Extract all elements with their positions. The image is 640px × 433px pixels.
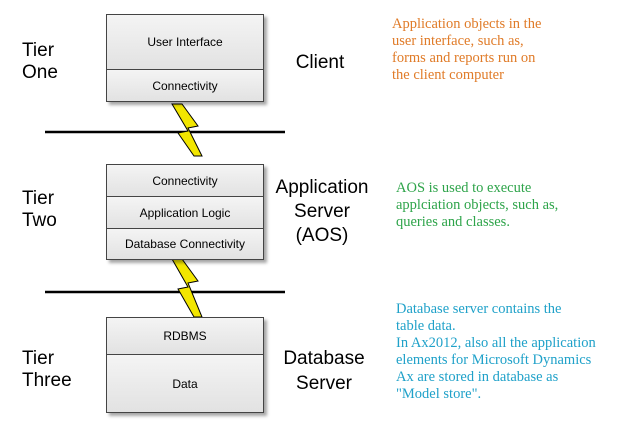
note-line: elements for Microsoft Dynamics: [396, 352, 592, 368]
note-line: table data.: [396, 318, 456, 334]
note-line: AOS is used to execute: [396, 180, 532, 196]
tier-three-label-line1: Tier: [22, 348, 55, 369]
layer-user-interface: User Interface: [107, 15, 263, 69]
note-line: Application objects in the: [392, 16, 542, 32]
aos-stack: Connectivity Application Logic Database …: [106, 164, 264, 260]
layer-database-connectivity: Database Connectivity: [107, 228, 263, 259]
role-client-label: Client: [272, 52, 368, 74]
layer-application-logic: Application Logic: [107, 196, 263, 229]
client-stack: User Interface Connectivity: [106, 14, 264, 102]
role-line: Application: [275, 177, 369, 198]
note-line: Database server contains the: [396, 301, 562, 317]
note-line: "Model store".: [396, 386, 482, 402]
role-line: Client: [295, 52, 345, 73]
role-line: Server: [296, 373, 352, 394]
note-tier-three: Database server contains the table data.…: [396, 301, 596, 403]
note-line: applciation objects, such as,: [396, 197, 559, 213]
tier-one-label-line2: One: [22, 62, 58, 83]
role-database-label: Database Server: [268, 346, 380, 396]
tier-one-label-line1: Tier: [22, 40, 55, 61]
role-line: Database: [283, 348, 365, 369]
role-line: Server: [294, 201, 350, 222]
note-line: user interface, such as,: [392, 33, 524, 49]
lightning-bolt-icon: [171, 258, 203, 318]
lightning-bolt-icon: [171, 103, 203, 157]
tier-two-label-line1: Tier: [22, 188, 55, 209]
note-tier-one: Application objects in the user interfac…: [392, 16, 541, 84]
note-tier-two: AOS is used to execute applciation objec…: [396, 180, 558, 231]
note-line: Ax are stored in database as: [396, 369, 559, 385]
tier-three-label: Tier Three: [22, 348, 72, 392]
note-line: the client computer: [392, 67, 504, 83]
role-line: (AOS): [295, 225, 349, 246]
layer-rdbms: RDBMS: [107, 318, 263, 354]
layer-data: Data: [107, 354, 263, 412]
layer-connectivity: Connectivity: [107, 69, 263, 101]
note-line: In Ax2012, also all the application: [396, 335, 596, 351]
role-aos-label: Application Server (AOS): [266, 176, 378, 248]
tier-two-label: Tier Two: [22, 188, 57, 232]
note-line: forms and reports run on: [392, 50, 536, 66]
tier-one-label: Tier One: [22, 40, 58, 84]
note-line: queries and classes.: [396, 214, 510, 230]
layer-connectivity: Connectivity: [107, 165, 263, 196]
database-stack: RDBMS Data: [106, 317, 264, 413]
tier-two-label-line2: Two: [22, 210, 57, 231]
tier-three-label-line2: Three: [22, 370, 72, 391]
